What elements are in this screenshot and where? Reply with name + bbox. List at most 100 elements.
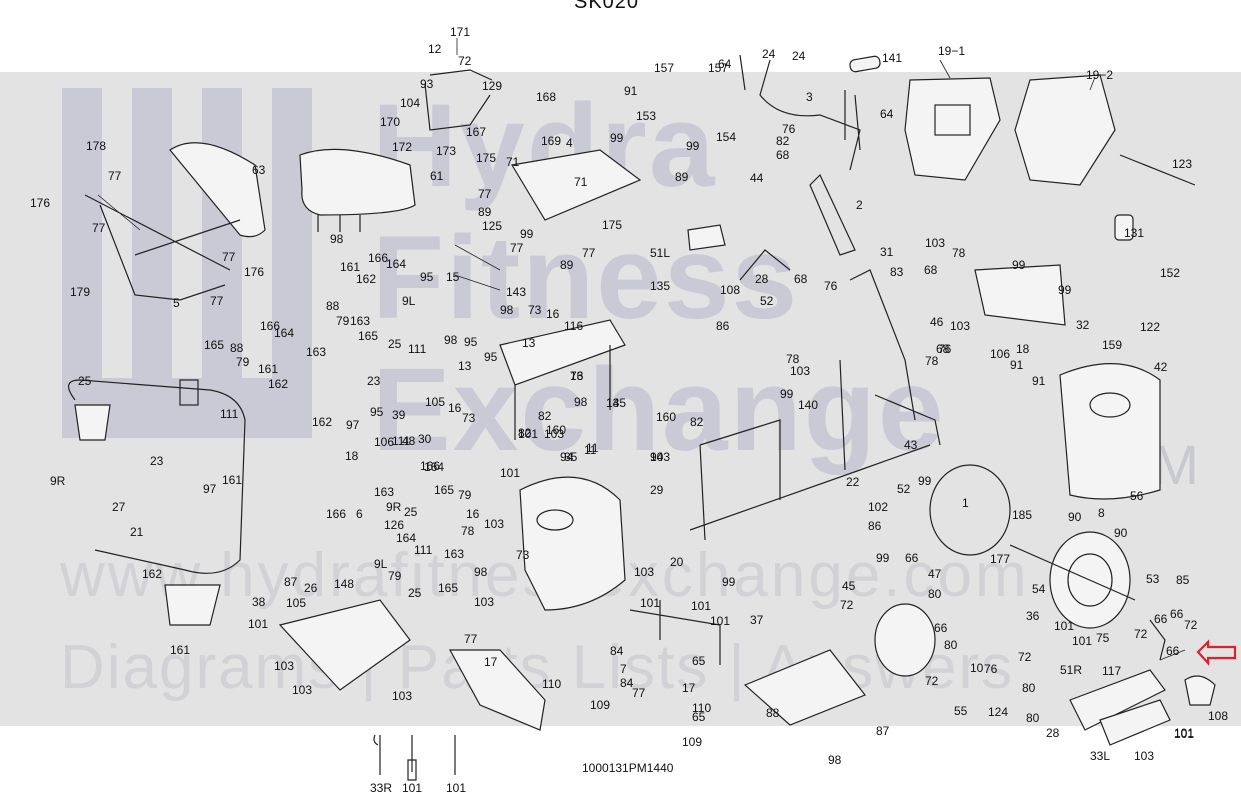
part-label-95: 95 [420, 270, 434, 284]
part-label-104: 104 [400, 96, 420, 110]
part-label-111: 111 [408, 342, 427, 356]
handle-frame [68, 379, 246, 574]
holder-38 [164, 584, 221, 626]
part-label-103: 103 [1134, 749, 1154, 763]
part-label-103: 103 [634, 565, 654, 579]
part-label-16: 16 [466, 507, 480, 521]
part-label-47: 47 [928, 567, 942, 581]
part-label-97: 97 [346, 418, 360, 432]
part-label-48: 48 [402, 434, 416, 448]
part-label-87: 87 [284, 575, 298, 589]
part-label-93: 93 [420, 77, 434, 91]
part-label-131: 131 [1124, 226, 1144, 240]
part-label-164: 164 [386, 257, 406, 271]
part-label-84: 84 [620, 676, 634, 690]
part-label-13: 13 [458, 359, 472, 373]
part-label-94: 94 [650, 450, 664, 464]
part-label-55: 55 [954, 704, 968, 718]
part-label-82: 82 [690, 415, 704, 429]
seat-back [169, 142, 266, 238]
page-title: SK020 [574, 0, 640, 13]
part-label-56: 56 [1130, 489, 1144, 503]
part-label-101: 101 [1174, 727, 1194, 741]
part-label-33R: 33R [370, 781, 392, 795]
part-label-72: 72 [1134, 627, 1148, 641]
part-label-117: 117 [1102, 664, 1121, 678]
part-label-160: 160 [656, 410, 676, 424]
part-label-78: 78 [952, 246, 966, 260]
part-label-185: 185 [1012, 508, 1032, 522]
part-label-175: 175 [476, 151, 496, 165]
part-label-12: 12 [428, 42, 442, 56]
watermark-fitness: Fitness [372, 212, 800, 344]
part-label-15: 15 [446, 270, 460, 284]
part-label-98: 98 [828, 753, 842, 767]
part-label-90: 90 [1068, 510, 1082, 524]
part-label-11: 11 [586, 441, 599, 455]
part-label-116: 116 [564, 319, 583, 333]
part-label-99: 99 [1058, 283, 1072, 297]
part-label-97: 97 [203, 482, 217, 496]
pedal-right [1184, 675, 1216, 706]
part-label-73: 73 [462, 411, 476, 425]
part-label-73: 73 [528, 303, 542, 317]
part-label-110: 110 [692, 701, 711, 715]
part-label-79: 79 [236, 355, 250, 369]
part-label-77: 77 [582, 246, 596, 260]
part-label-24: 24 [792, 49, 806, 63]
part-label-176: 176 [244, 265, 264, 279]
part-label-25: 25 [388, 337, 402, 351]
part-label-98: 98 [500, 303, 514, 317]
part-label-101: 101 [691, 599, 711, 613]
part-label-153: 153 [636, 109, 656, 123]
part-label-175: 175 [602, 218, 622, 232]
seat-cushion [299, 148, 416, 216]
part-label-141: 141 [882, 51, 902, 65]
part-label-98: 98 [444, 333, 458, 347]
part-label-25: 25 [404, 505, 418, 519]
part-label-24: 24 [762, 47, 776, 61]
part-label-9L: 9L [402, 294, 416, 308]
part-label-99: 99 [722, 575, 736, 589]
part-label-99: 99 [610, 131, 624, 145]
cup-holder [74, 404, 111, 441]
part-label-68: 68 [924, 263, 938, 277]
part-label-108: 108 [720, 283, 740, 297]
part-label-27: 27 [112, 500, 126, 514]
part-label-166: 166 [420, 459, 440, 473]
part-label-164: 164 [274, 326, 294, 340]
part-label-19−2: 19−2 [1086, 68, 1113, 82]
main-frame [689, 269, 941, 541]
part-label-19−1: 19−1 [938, 44, 965, 58]
part-label-76: 76 [938, 342, 952, 356]
part-label-71: 71 [574, 175, 588, 189]
crank-axle [1009, 544, 1166, 661]
part-label-162: 162 [268, 377, 288, 391]
part-label-162: 162 [142, 567, 162, 581]
part-label-35: 35 [564, 450, 578, 464]
part-label-79: 79 [458, 488, 472, 502]
part-label-77: 77 [210, 294, 224, 308]
part-label-165: 165 [204, 338, 224, 352]
part-label-80: 80 [1026, 711, 1040, 725]
part-label-85: 85 [1176, 573, 1190, 587]
part-label-165: 165 [358, 329, 378, 343]
part-label-52: 52 [760, 294, 774, 308]
part-label-6: 6 [356, 507, 363, 521]
part-label-87: 87 [876, 724, 890, 738]
part-label-9R: 9R [386, 500, 402, 514]
rear-cover-33L [1069, 669, 1166, 731]
pulley-55 [874, 603, 936, 677]
part-label-103: 103 [925, 236, 945, 250]
part-label-101: 101 [1174, 726, 1194, 740]
part-label-78: 78 [461, 524, 475, 538]
part-label-72: 72 [1184, 618, 1198, 632]
part-label-125: 125 [482, 219, 502, 233]
part-label-77: 77 [108, 169, 122, 183]
part-label-164: 164 [424, 460, 444, 474]
part-label-103: 103 [484, 517, 504, 531]
part-label-10: 10 [970, 661, 984, 675]
part-label-99: 99 [780, 387, 794, 401]
part-label-32: 32 [1076, 318, 1090, 332]
